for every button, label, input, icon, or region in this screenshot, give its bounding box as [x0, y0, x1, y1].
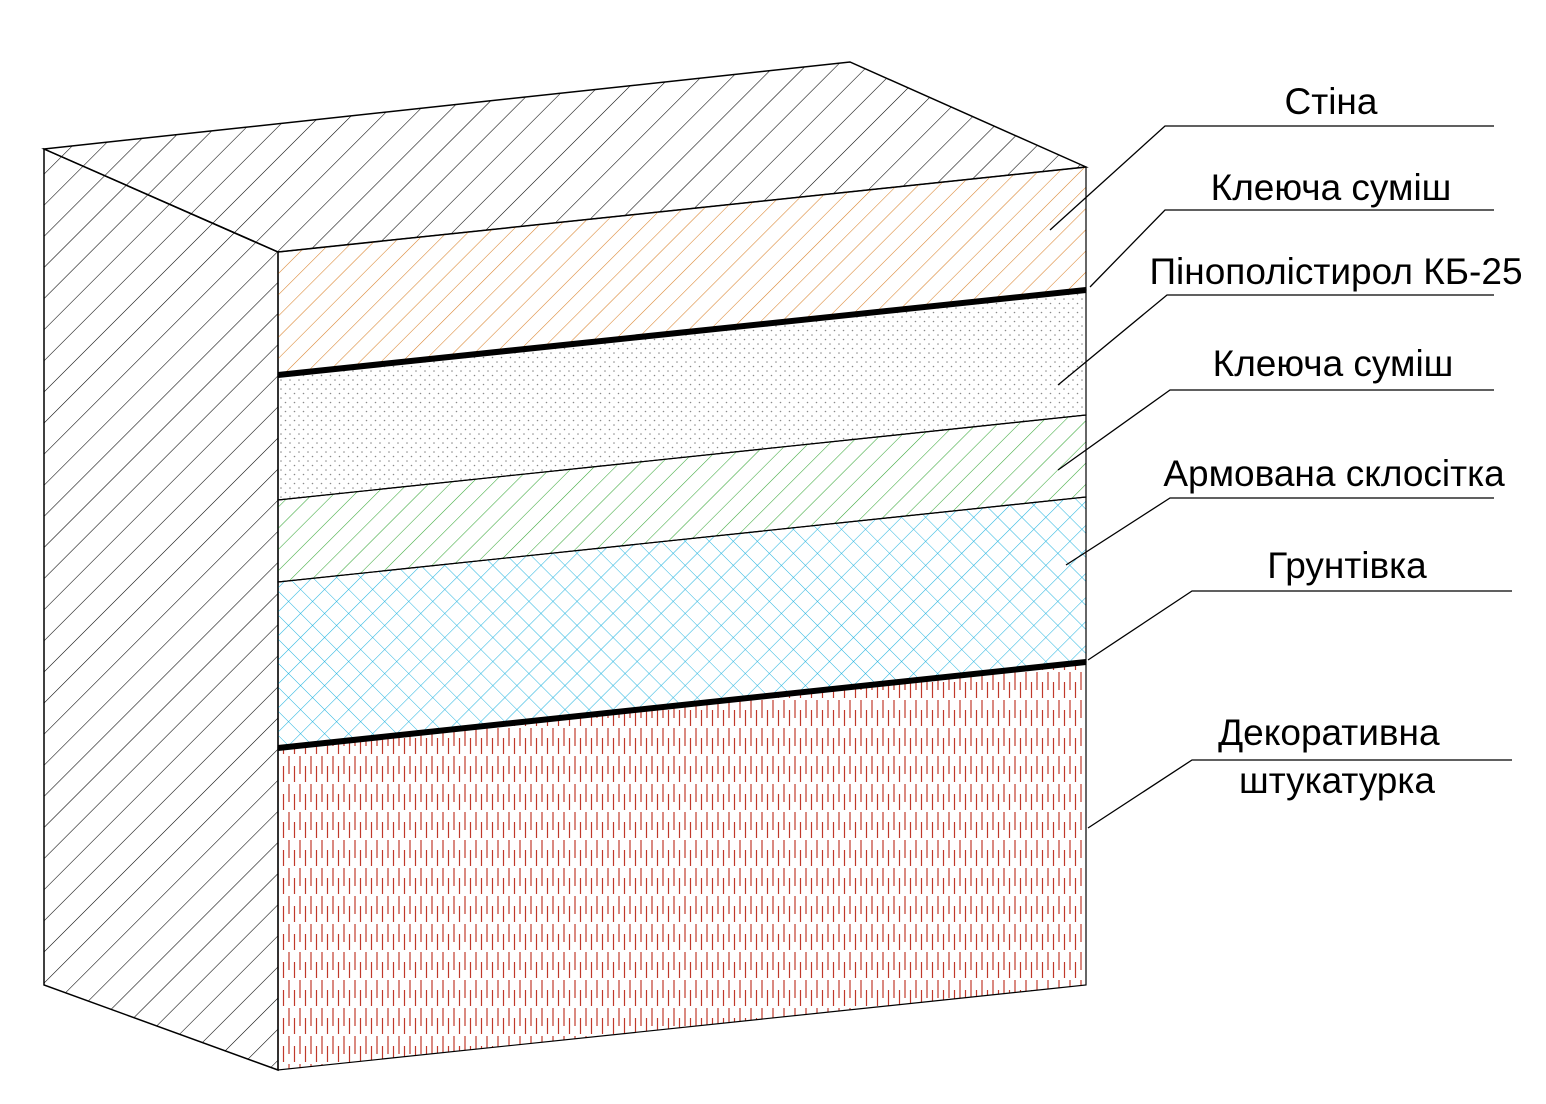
leader-wall	[1049, 125, 1494, 231]
leader-plaster	[1087, 759, 1512, 829]
leader-eps	[1057, 294, 1494, 386]
leader-adhesive-1	[1089, 209, 1494, 288]
label-adhesive-2: Клеюча суміш	[1213, 343, 1454, 384]
leader-primer	[1087, 590, 1512, 661]
label-plaster: Декоративна штукатурка	[1218, 712, 1450, 801]
label-adhesive-1: Клеюча суміш	[1211, 167, 1452, 208]
label-mesh: Армована склосітка	[1163, 453, 1505, 494]
boundary-line-primer	[277, 659, 1087, 751]
wall-side-face	[43, 147, 279, 1072]
boundary-line-upper	[277, 287, 1087, 378]
label-eps: Пінополістирол КБ-25	[1149, 251, 1522, 292]
leader-mesh	[1065, 497, 1494, 566]
leader-adhesive-2	[1057, 389, 1494, 471]
label-primer: Грунтівка	[1267, 545, 1427, 586]
label-wall: Стіна	[1285, 81, 1378, 122]
